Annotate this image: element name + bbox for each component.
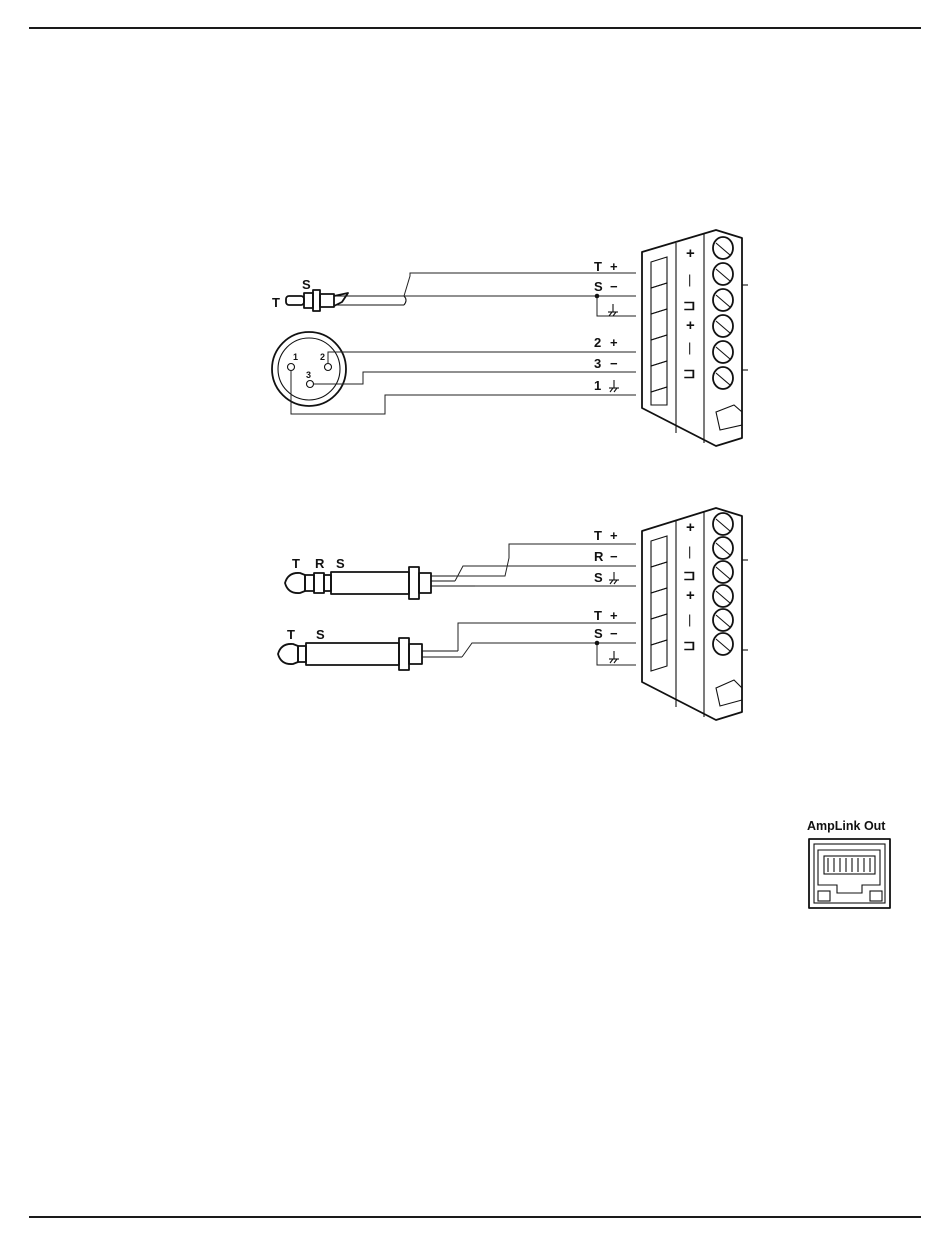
term-sign-minus: −	[610, 626, 618, 641]
term-label-2: 2	[594, 335, 601, 350]
svg-text:+: +	[686, 245, 695, 262]
svg-text:⊐: ⊐	[683, 637, 696, 654]
junction-dot	[595, 641, 600, 646]
term-label-s: S	[594, 279, 603, 294]
ts-plug	[278, 638, 462, 670]
term-sign-minus: −	[610, 356, 618, 371]
svg-text:+: +	[686, 587, 695, 604]
trs-plug	[285, 567, 475, 599]
top-terminal-labels: T + S − 2 + 3 − 1	[594, 259, 619, 393]
svg-text:|: |	[688, 612, 691, 627]
term-label-s: S	[594, 570, 603, 585]
wire-xlr-pin2	[328, 352, 636, 363]
rca-tip-label: T	[272, 295, 280, 310]
svg-text:+: +	[686, 317, 695, 334]
xlr-pin-3-label: 3	[306, 370, 311, 380]
wire-rca-ground	[597, 296, 636, 316]
wire-ts-ground	[597, 643, 636, 665]
term-sign-minus: −	[610, 279, 618, 294]
ts-tip-label: T	[287, 627, 295, 642]
wire-xlr-pin3	[314, 372, 636, 384]
wire-xlr-pin1	[291, 371, 636, 414]
svg-text:|: |	[688, 340, 691, 355]
trs-sleeve-label: S	[336, 556, 345, 571]
term-label-t: T	[594, 259, 602, 274]
ground-icon	[609, 572, 619, 584]
term-sign-plus: +	[610, 528, 618, 543]
svg-text:⊐: ⊐	[683, 567, 696, 584]
svg-text:+: +	[686, 519, 695, 536]
wire-trs-tip	[455, 544, 636, 576]
trs-ring-label: R	[315, 556, 325, 571]
term-label-s: S	[594, 626, 603, 641]
junction-dot	[595, 294, 600, 299]
rj45-pins-icon	[828, 858, 870, 872]
term-label-3: 3	[594, 356, 601, 371]
term-label-r: R	[594, 549, 604, 564]
amplink-port: AmpLink Out	[807, 819, 890, 908]
svg-text:|: |	[688, 544, 691, 559]
ground-icon	[609, 380, 619, 392]
xlr-connector	[272, 332, 346, 406]
svg-text:⊐: ⊐	[683, 297, 696, 314]
ts-sleeve-label: S	[316, 627, 325, 642]
top-wiring: S T 1 2 3	[272, 273, 636, 414]
ground-icon	[609, 651, 619, 663]
term-label-t: T	[594, 608, 602, 623]
xlr-pin-1-label: 1	[293, 352, 298, 362]
trs-tip-label: T	[292, 556, 300, 571]
svg-text:|: |	[688, 272, 691, 287]
wire-ts-sleeve	[462, 643, 636, 657]
amplink-title: AmpLink Out	[807, 819, 886, 833]
term-sign-minus: −	[610, 549, 618, 564]
term-label-t: T	[594, 528, 602, 543]
svg-text:⊐: ⊐	[683, 365, 696, 382]
rca-sleeve-label: S	[302, 277, 311, 292]
term-sign-plus: +	[610, 335, 618, 350]
terminal-block-bottom: + | ⊐ + | ⊐	[642, 508, 748, 720]
term-label-1: 1	[594, 378, 601, 393]
terminal-block-top: + | ⊐ + | ⊐	[642, 230, 748, 446]
bottom-wiring: T R S T S	[278, 544, 636, 670]
ground-icon	[608, 304, 618, 316]
wire-trs-ring	[455, 566, 636, 581]
term-sign-plus: +	[610, 608, 618, 623]
xlr-pin-2-label: 2	[320, 352, 325, 362]
rca-plug	[286, 290, 406, 311]
term-sign-plus: +	[610, 259, 618, 274]
